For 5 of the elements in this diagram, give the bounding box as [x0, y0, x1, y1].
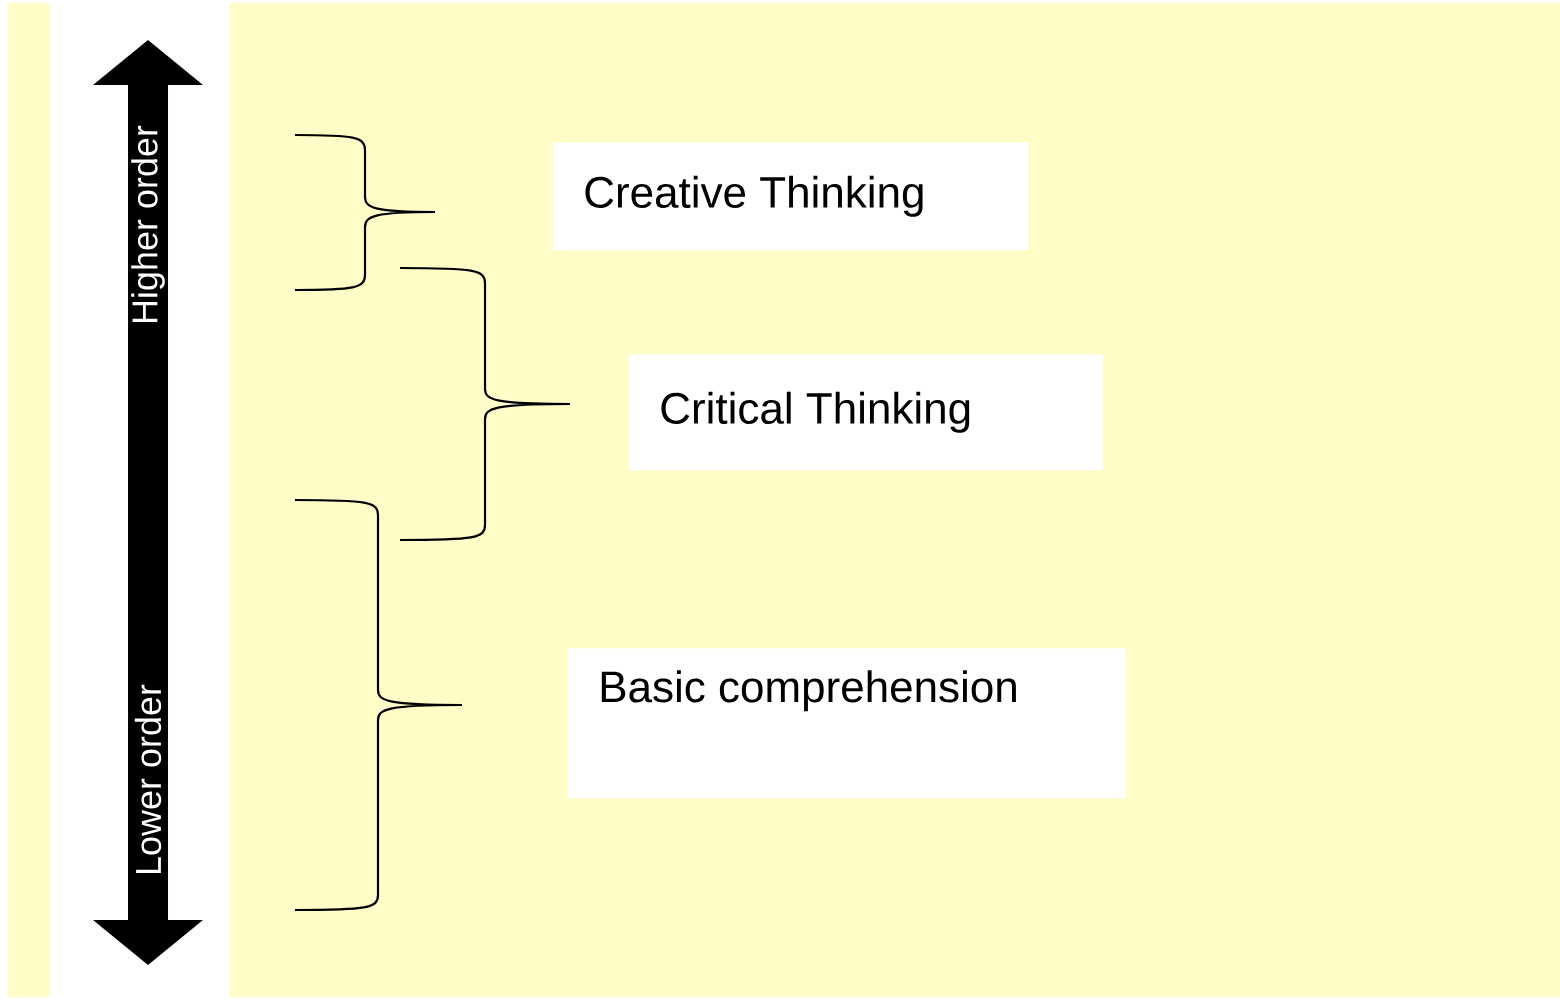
text-box: Critical Thinking — [629, 354, 1104, 471]
text-box: Creative Thinking — [553, 142, 1029, 251]
axis-label: Higher order — [131, 125, 165, 323]
text-box: Basic comprehension — [568, 648, 1127, 799]
axis-label: Lower order — [134, 684, 162, 874]
